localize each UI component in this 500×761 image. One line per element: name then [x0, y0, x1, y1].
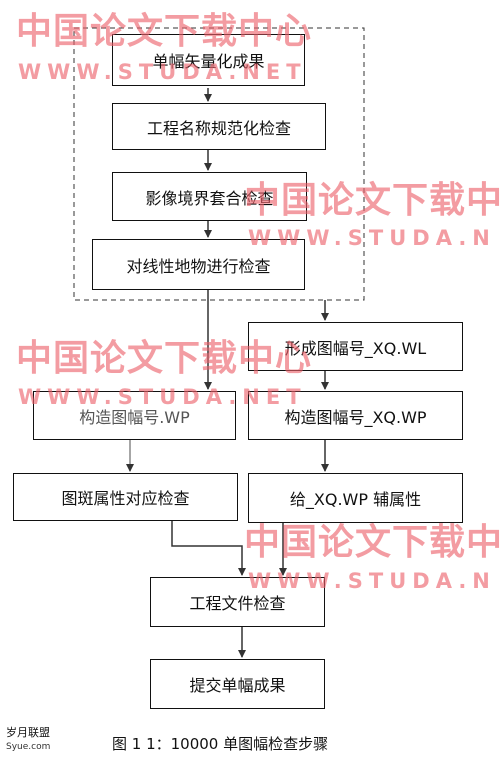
connector-s8-merge	[171, 521, 246, 576]
site-logo-url: Syue.com	[6, 742, 51, 752]
step-label: 构造图幅号_XQ.WP	[284, 407, 427, 427]
step-label: 形成图幅号_XQ.WL	[284, 338, 427, 358]
step-label: 对线性地物进行检查	[126, 256, 271, 276]
step-xq-wp-aux-attribute: 给_XQ.WP 辅属性	[248, 473, 463, 523]
step-build-sheet-wp: 构造图幅号.WP	[33, 391, 236, 440]
step-patch-attribute-check: 图斑属性对应检查	[13, 473, 238, 521]
step-label: 图斑属性对应检查	[61, 489, 190, 508]
site-logo: 岁月联盟 Syue.com	[6, 726, 50, 754]
step-project-file-check: 工程文件检查	[150, 577, 325, 627]
step-linear-feature-check: 对线性地物进行检查	[92, 239, 305, 290]
step-label: 单幅矢量化成果	[152, 52, 265, 71]
step-label: 工程名称规范化检查	[146, 118, 291, 138]
step-project-name-check: 工程名称规范化检查	[112, 103, 326, 150]
dashed-group-frame	[73, 27, 365, 301]
step-build-sheet-xq-wp: 构造图幅号_XQ.WP	[248, 391, 463, 440]
step-image-boundary-check: 影像境界套合检查	[112, 172, 307, 221]
step-label: 影像境界套合检查	[145, 188, 274, 208]
step-label: 给_XQ.WP 辅属性	[289, 490, 422, 509]
step-form-sheet-xq-wl: 形成图幅号_XQ.WL	[248, 322, 463, 371]
step-label: 提交单幅成果	[189, 676, 286, 695]
site-logo-text: 岁月联盟	[6, 726, 50, 739]
step-label: 构造图幅号.WP	[79, 407, 190, 427]
step-single-sheet-vector-result: 单幅矢量化成果	[112, 34, 305, 86]
step-submit-single-result: 提交单幅成果	[150, 659, 325, 709]
step-label: 工程文件检查	[189, 594, 286, 613]
figure-caption: 图 1 1：10000 单图幅检查步骤	[112, 735, 329, 753]
